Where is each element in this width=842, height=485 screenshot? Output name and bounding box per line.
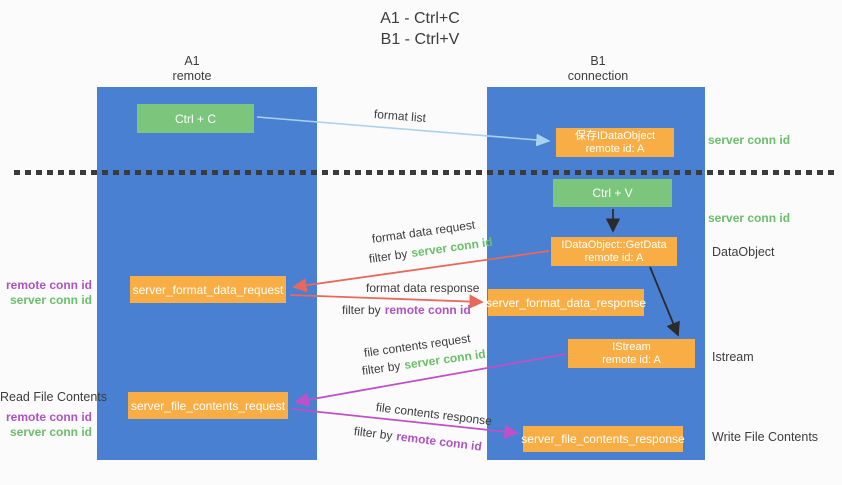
node-ctrl-v: Ctrl + V (553, 179, 672, 207)
node-ctrl-c: Ctrl + C (137, 104, 254, 133)
node-save-dataobject-title: 保存IDataObject (574, 129, 656, 142)
right-column-header: B1 connection (528, 54, 668, 84)
node-save-dataobject-remote-id: remote id: A (585, 142, 645, 155)
filter-prefix: filter by (353, 424, 394, 443)
right-label-write-file-contents: Write File Contents (712, 430, 819, 444)
left-label-remote-conn-id-2: remote conn id (5, 410, 92, 424)
node-idataobject-getdata: IDataObject::GetData remote id: A (551, 237, 677, 266)
node-server-format-data-request: server_format_data_request (130, 276, 286, 303)
node-getdata-title: IDataObject::GetData (561, 238, 667, 251)
node-istream-remote-id: remote id: A (602, 353, 661, 366)
right-label-dataobject: DataObject (712, 245, 775, 259)
title-line-ctrl-v: B1 - Ctrl+V (380, 31, 460, 48)
node-istream: IStream remote id: A (568, 339, 695, 368)
left-column-header: A1 remote (122, 54, 262, 84)
filter-prefix: filter by (361, 358, 402, 378)
arrow-label-file-contents-response: file contents response (375, 400, 493, 429)
left-column-subtitle: remote (172, 69, 212, 83)
filter-id: remote conn id (384, 303, 471, 317)
node-server-file-contents-response: server_file_contents_response (521, 426, 685, 452)
filter-id: remote conn id (395, 429, 483, 454)
filter-prefix: filter by (368, 246, 409, 266)
right-label-server-conn-id-2: server conn id (708, 211, 791, 225)
arrow-label-format-data-response: format data response (366, 281, 480, 295)
dotted-separator-line (14, 170, 834, 175)
node-save-dataobject: 保存IDataObject remote id: A (556, 128, 674, 157)
arrow-format-data-response (289, 294, 484, 309)
node-istream-title: IStream (612, 340, 651, 353)
right-column-subtitle: connection (567, 69, 629, 83)
right-label-istream: Istream (712, 350, 754, 364)
left-label-read-file-contents: Read File Contents (0, 390, 108, 404)
title-line-ctrl-c: A1 - Ctrl+C (380, 10, 460, 27)
node-getdata-remote-id: remote id: A (584, 251, 644, 264)
left-label-remote-conn-id-1: remote conn id (5, 278, 92, 292)
left-label-server-conn-id-2: server conn id (9, 425, 92, 439)
arrow-label-format-list: format list (373, 107, 427, 126)
filter-prefix: filter by (342, 303, 381, 317)
right-column-name: B1 (590, 54, 606, 68)
left-column-name: A1 (184, 54, 200, 68)
node-server-file-contents-request: server_file_contents_request (128, 392, 288, 419)
left-label-server-conn-id-1: server conn id (9, 293, 92, 307)
node-server-format-data-response: server_format_data_response (486, 289, 646, 316)
diagram-title: A1 - Ctrl+C B1 - Ctrl+V (300, 8, 540, 50)
right-label-server-conn-id-1: server conn id (708, 133, 791, 147)
